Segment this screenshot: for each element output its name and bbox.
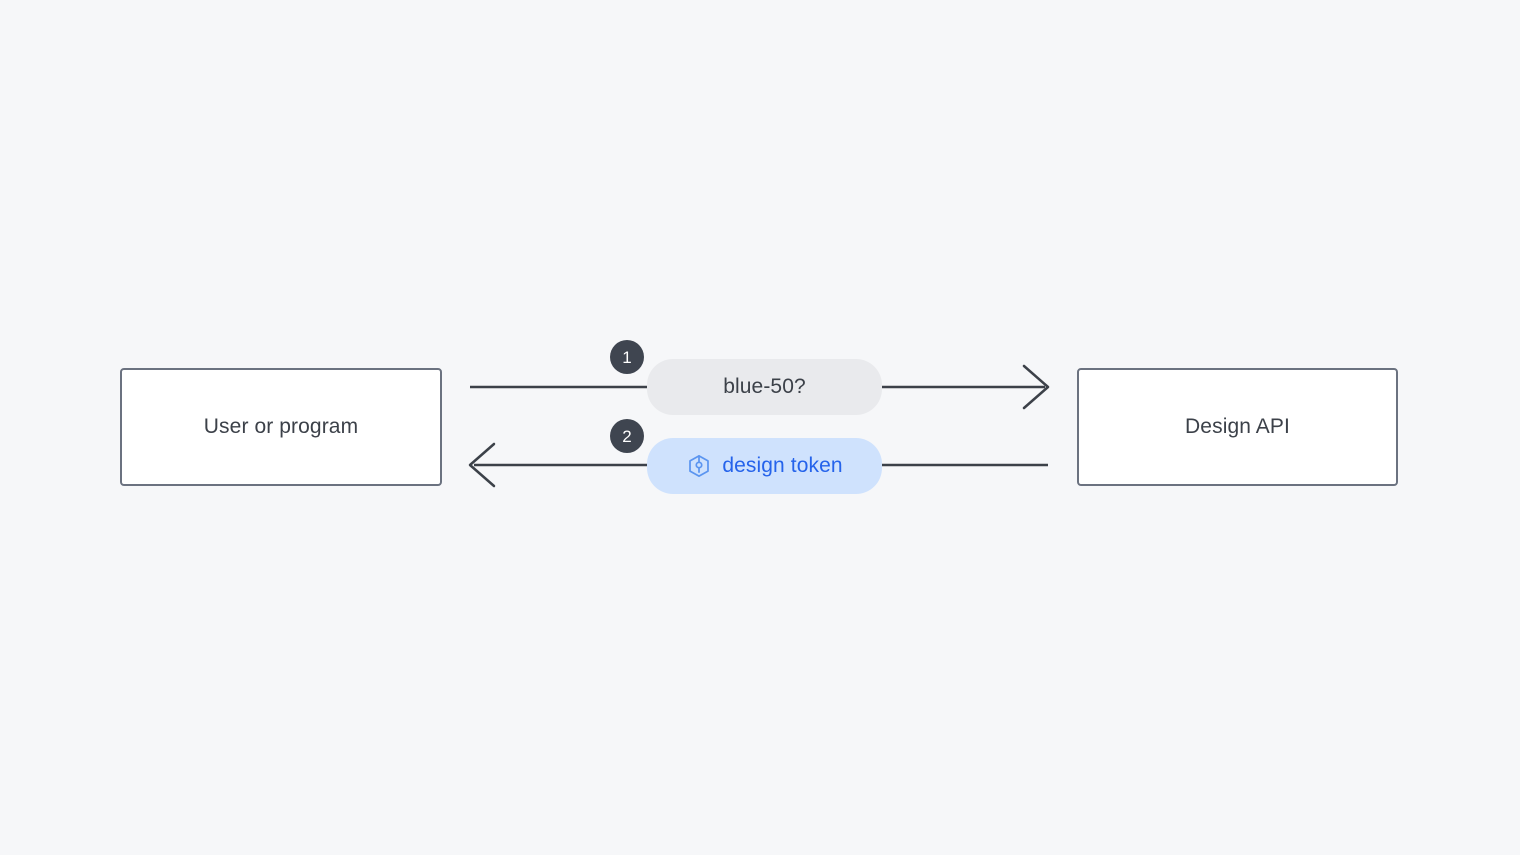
message-pill-1[interactable]: blue-50? xyxy=(647,359,882,415)
message-1-arrowhead-right-icon xyxy=(1022,364,1050,410)
message-pill-2-label: design token xyxy=(722,454,843,477)
node-design-api-label: Design API xyxy=(1185,415,1290,438)
sequence-badge-1-number: 1 xyxy=(622,347,632,367)
sequence-badge-1: 1 xyxy=(610,340,644,374)
node-user-or-program-label: User or program xyxy=(203,415,359,438)
sequence-badge-2-number: 2 xyxy=(622,426,632,446)
message-pill-2[interactable]: design token xyxy=(647,438,882,494)
message-2-arrowhead-left-icon xyxy=(468,442,496,488)
node-design-api[interactable]: Design API xyxy=(1077,368,1398,486)
node-user-or-program[interactable]: User or program xyxy=(120,368,442,486)
message-pill-1-label: blue-50? xyxy=(723,375,806,398)
sequence-badge-2: 2 xyxy=(610,419,644,453)
cube-token-icon xyxy=(689,454,710,478)
